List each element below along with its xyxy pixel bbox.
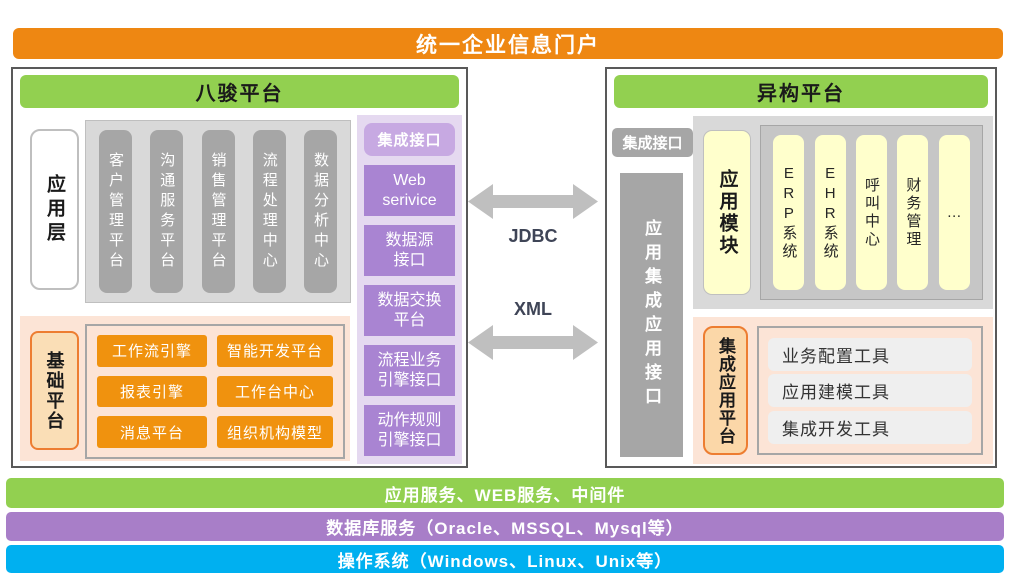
- integration-platform-area: 集成应用平台 业务配置工具 应用建模工具 集成开发工具: [693, 317, 993, 464]
- iface-item-data-exchange: 数据交换 平台: [364, 285, 455, 336]
- app-integration-interface-bar: 应用集成应用接口: [620, 173, 683, 457]
- xml-label: XML: [514, 299, 552, 319]
- xml-double-arrow-icon: [468, 325, 598, 360]
- base-btn-workbench-center: 工作台中心: [217, 375, 333, 408]
- bajun-platform-panel: 八骏平台 应用层 客户管理平台 沟通服务平台 销售管理平台 流程处理中心 数据分…: [11, 67, 468, 468]
- base-platform-label-text: 基础平台: [44, 350, 65, 431]
- module-pill-text: ERP系统: [780, 164, 798, 261]
- app-pill-process: 流程处理中心: [252, 130, 286, 293]
- integration-tools-box: 业务配置工具 应用建模工具 集成开发工具: [757, 326, 983, 455]
- module-pill-call-center: 呼叫中心: [855, 135, 887, 290]
- app-module-label-text: 应用模块: [716, 168, 738, 257]
- heterogeneous-platform-panel: 异构平台 集成接口 应用集成应用接口 应用模块 ERP系统 EHR系统 呼叫中心: [605, 67, 997, 468]
- portal-title-banner: 统一企业信息门户: [13, 28, 1003, 59]
- left-panel-header: 八骏平台: [20, 75, 459, 108]
- app-pill-sales: 销售管理平台: [201, 130, 235, 293]
- base-btn-smart-dev-platform: 智能开发平台: [217, 335, 333, 367]
- app-module-label: 应用模块: [703, 130, 751, 295]
- app-pill-data-analysis: 数据分析中心: [304, 130, 337, 293]
- app-pill-text: 数据分析中心: [312, 151, 329, 272]
- jdbc-label: JDBC: [508, 226, 558, 246]
- right-panel-header: 异构平台: [614, 75, 988, 108]
- app-layer-label: 应用层: [30, 129, 79, 290]
- app-layer-container: 客户管理平台 沟通服务平台 销售管理平台 流程处理中心 数据分析中心: [85, 120, 351, 303]
- base-btn-workflow-engine: 工作流引擎: [97, 335, 207, 367]
- app-integration-interface-bar-text: 应用集成应用接口: [642, 219, 661, 411]
- iface-item-datasource: 数据源 接口: [364, 225, 455, 276]
- app-pill-text: 客户管理平台: [107, 151, 124, 272]
- integration-interface-pill: 集成接口: [612, 128, 693, 157]
- app-pill-text: 销售管理平台: [209, 151, 227, 272]
- integration-platform-label-text: 集成应用平台: [716, 336, 735, 445]
- app-layer-label-text: 应用层: [44, 173, 65, 246]
- app-module-pills-container: ERP系统 EHR系统 呼叫中心 财务管理 …: [760, 125, 983, 300]
- module-pill-text: 呼叫中心: [862, 176, 880, 249]
- base-platform-section: 基础平台 工作流引擎 智能开发平台 报表引擎 工作台中心 消息平台 组织机构模型: [20, 316, 350, 461]
- module-pill-text: 财务管理: [904, 176, 922, 249]
- interface-column: 集成接口 Web serivice 数据源 接口 数据交换 平台 流程业务 引擎…: [357, 115, 462, 464]
- left-panel-title: 八骏平台: [195, 83, 284, 105]
- app-pill-text: 流程处理中心: [260, 151, 278, 272]
- app-services-bar: 应用服务、WEB服务、中间件: [6, 478, 1004, 508]
- app-pill-customer: 客户管理平台: [99, 130, 132, 293]
- module-pill-erp: ERP系统: [773, 135, 805, 290]
- right-panel-title: 异构平台: [757, 83, 845, 105]
- app-pill-communication: 沟通服务平台: [150, 130, 184, 293]
- module-pill-text: EHR系统: [821, 164, 839, 261]
- module-pill-ehr: EHR系统: [814, 135, 846, 290]
- operating-system-bar-text: 操作系统（Windows、Linux、Unix等）: [337, 551, 673, 571]
- tool-app-modeling: 应用建模工具: [768, 374, 972, 407]
- base-btn-org-model: 组织机构模型: [217, 416, 333, 448]
- app-services-bar-text: 应用服务、WEB服务、中间件: [384, 485, 626, 505]
- base-platform-grid: 工作流引擎 智能开发平台 报表引擎 工作台中心 消息平台 组织机构模型: [85, 324, 345, 459]
- iface-item-web-service: Web serivice: [364, 165, 455, 216]
- module-pill-finance: 财务管理: [897, 135, 929, 290]
- database-services-bar: 数据库服务（Oracle、MSSQL、Mysql等）: [6, 512, 1004, 541]
- iface-item-action-rule-engine: 动作规则 引擎接口: [364, 405, 455, 456]
- portal-title: 统一企业信息门户: [416, 33, 600, 57]
- interface-column-header: 集成接口: [364, 123, 455, 156]
- integration-platform-label: 集成应用平台: [703, 326, 748, 455]
- app-pill-text: 沟通服务平台: [158, 151, 176, 272]
- operating-system-bar: 操作系统（Windows、Linux、Unix等）: [6, 545, 1004, 573]
- base-btn-report-engine: 报表引擎: [97, 375, 207, 408]
- ellipsis-text: …: [946, 204, 962, 221]
- module-pill-more: …: [938, 135, 970, 290]
- tool-business-config: 业务配置工具: [768, 337, 972, 371]
- app-module-area: 应用模块 ERP系统 EHR系统 呼叫中心 财务管理 …: [693, 116, 993, 309]
- tool-integration-dev: 集成开发工具: [768, 410, 972, 444]
- base-btn-message-platform: 消息平台: [97, 416, 207, 448]
- iface-item-process-engine: 流程业务 引擎接口: [364, 345, 455, 396]
- database-services-bar-text: 数据库服务（Oracle、MSSQL、Mysql等）: [326, 519, 684, 538]
- base-platform-label: 基础平台: [30, 331, 79, 450]
- jdbc-double-arrow-icon: [468, 184, 598, 219]
